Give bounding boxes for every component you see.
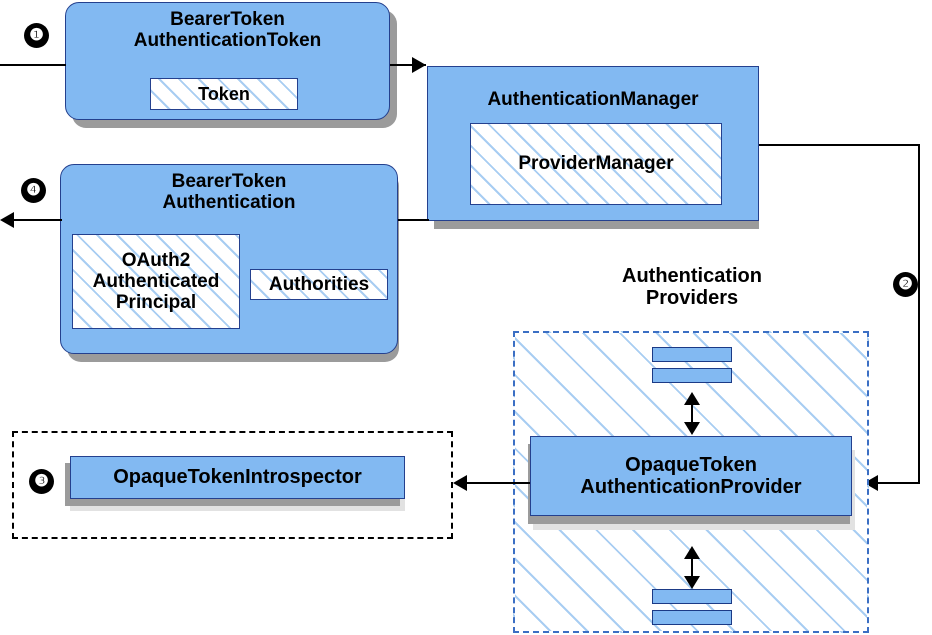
- connector-into-provider: [876, 482, 920, 484]
- connector-authentication-out: [14, 219, 62, 221]
- connector-token-to-manager: [390, 64, 426, 66]
- arrowhead-bottom-down: [684, 576, 700, 589]
- opaque-token-introspector-container: [12, 431, 453, 539]
- connector-manager-to-authentication: [398, 219, 429, 221]
- inner-box-authorities[interactable]: Authorities: [250, 269, 388, 300]
- inner-box-token[interactable]: Token: [150, 78, 298, 110]
- connector-manager-right: [759, 144, 920, 146]
- connector-top-vertical: [691, 398, 693, 425]
- authorities-label: Authorities: [268, 273, 370, 295]
- connector-request-in: [0, 64, 66, 66]
- opaque-token-introspector-label: OpaqueTokenIntrospector: [113, 466, 362, 489]
- provider-manager-label: ProviderManager: [518, 153, 674, 175]
- oauth2-principal-line3: Principal: [115, 292, 197, 314]
- provider-placeholder-bar-top-2: [652, 368, 732, 383]
- node-opaque-token-introspector[interactable]: OpaqueTokenIntrospector: [70, 456, 405, 499]
- connector-bottom-vertical: [691, 552, 693, 579]
- bearer-token-authentication-label-line1: BearerToken: [171, 171, 287, 192]
- arrowhead-top-down: [684, 422, 700, 435]
- inner-box-oauth2-authenticated-principal[interactable]: OAuth2 Authenticated Principal: [72, 234, 240, 329]
- bearer-token-authentication-token-label-line1: BearerToken: [170, 9, 285, 30]
- authentication-providers-caption: Authentication Providers: [563, 265, 821, 310]
- bearer-token-authentication-label-line2: Authentication: [162, 192, 296, 214]
- arrowhead-token-to-manager: [412, 57, 426, 73]
- marker-step-2: ❷: [893, 272, 918, 297]
- opaque-token-authentication-provider-line2: AuthenticationProvider: [580, 476, 802, 498]
- marker-step-1: ❶: [24, 23, 49, 48]
- connector-manager-down: [918, 144, 920, 483]
- provider-placeholder-bar-top-1: [652, 347, 732, 362]
- authentication-manager-label: AuthenticationManager: [487, 89, 699, 110]
- connector-provider-to-introspector: [466, 482, 530, 484]
- marker-step-3: ❸: [29, 469, 54, 494]
- provider-placeholder-bar-bottom-1: [652, 589, 732, 604]
- oauth2-principal-line1: OAuth2: [121, 249, 191, 271]
- inner-box-provider-manager[interactable]: ProviderManager: [470, 123, 722, 205]
- provider-placeholder-bar-bottom-2: [652, 610, 732, 625]
- node-bearer-token-authentication-token[interactable]: BearerToken AuthenticationToken: [65, 2, 390, 120]
- bearer-token-authentication-token-label-line2: AuthenticationToken: [133, 30, 322, 52]
- marker-step-4: ❹: [21, 178, 46, 203]
- oauth2-principal-line2: Authenticated: [92, 270, 220, 292]
- authentication-providers-caption-line2: Providers: [645, 287, 739, 310]
- arrowhead-authentication-out: [0, 212, 14, 228]
- authentication-providers-caption-line1: Authentication: [622, 265, 762, 287]
- arrowhead-provider-to-introspector: [453, 475, 467, 491]
- node-opaque-token-authentication-provider[interactable]: OpaqueToken AuthenticationProvider: [530, 436, 852, 516]
- token-label: Token: [198, 83, 250, 104]
- opaque-token-authentication-provider-line1: OpaqueToken: [625, 453, 757, 476]
